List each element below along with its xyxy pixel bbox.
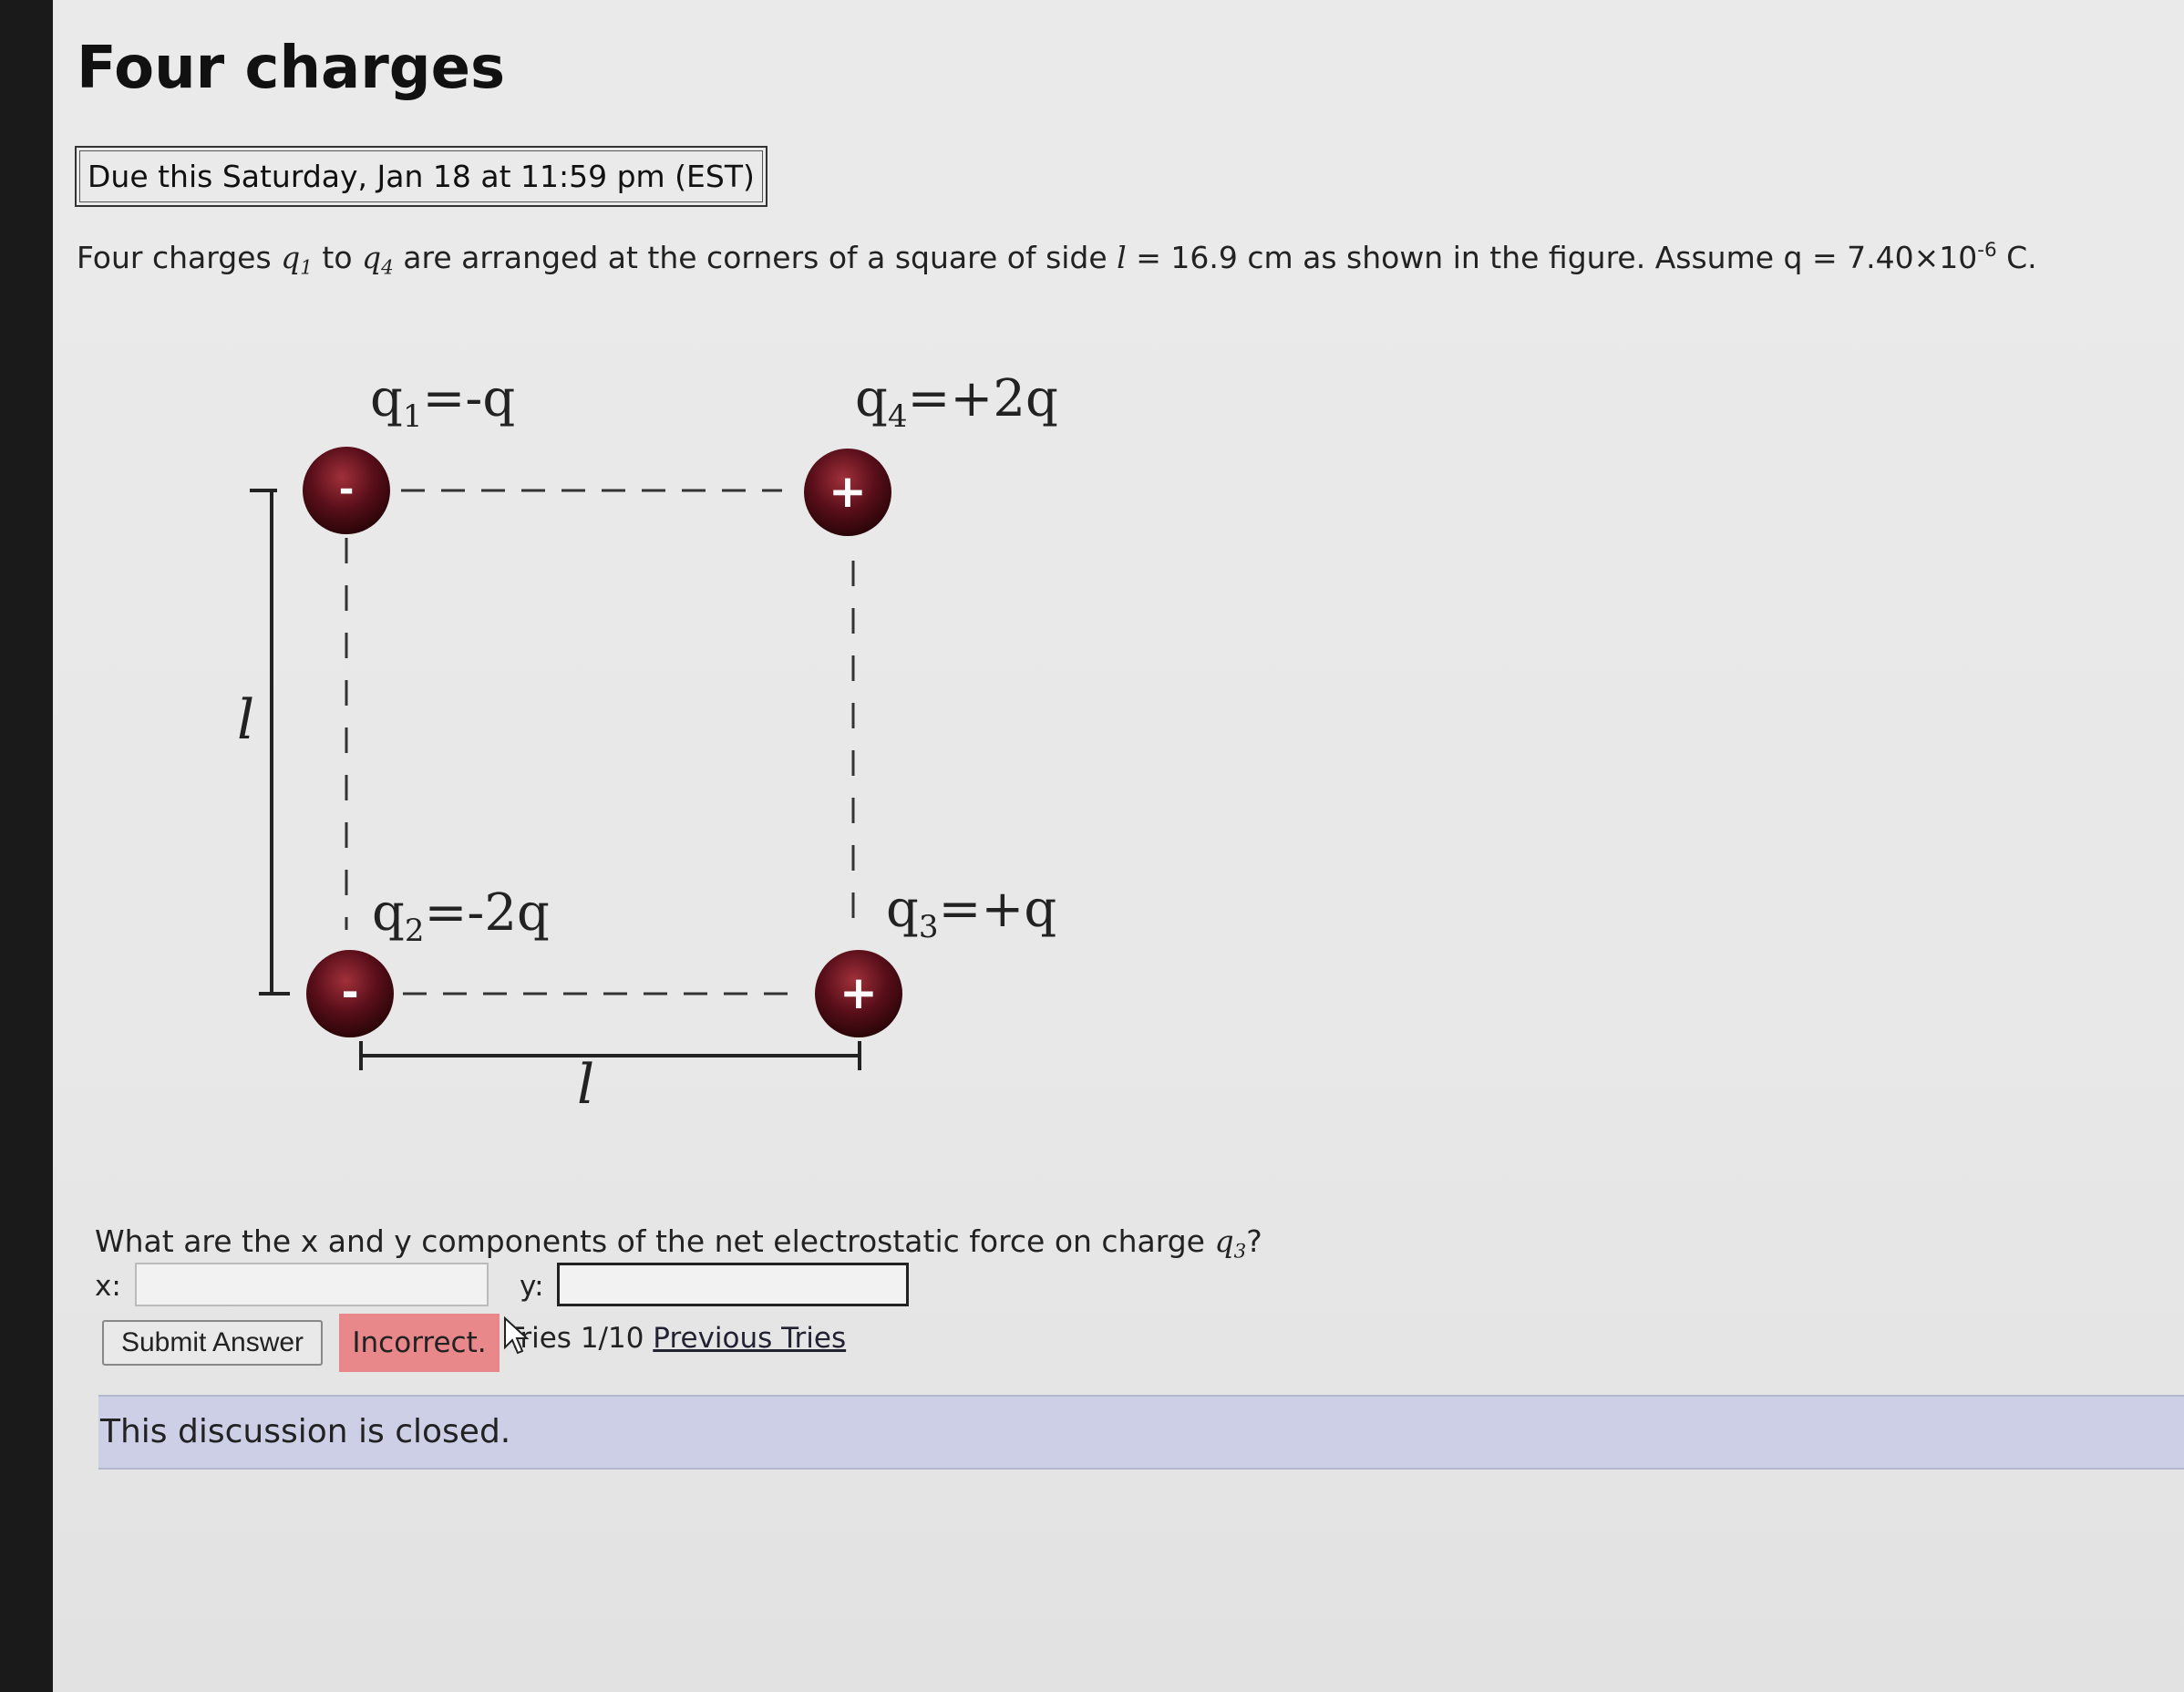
charge-label-q2: q2=-2q <box>372 883 550 949</box>
charge-sign-q4: + <box>829 465 867 518</box>
question-prompt: What are the x and y components of the n… <box>95 1223 1262 1264</box>
submit-answer-button[interactable]: Submit Answer <box>102 1320 323 1366</box>
charge-q4: + <box>804 449 891 536</box>
charge-q1: - <box>303 447 390 534</box>
x-component-label: x: <box>95 1270 121 1303</box>
side-label-vertical: l <box>237 688 254 752</box>
charge-q2: - <box>306 950 394 1037</box>
problem-text-part: to <box>312 239 363 275</box>
exponent: -6 <box>1977 239 1997 262</box>
charge-sign-q1: - <box>339 469 355 511</box>
y-component-label: y: <box>520 1270 544 1303</box>
discussion-closed-text: This discussion is closed. <box>100 1413 511 1450</box>
charge-sign-q3: + <box>840 966 878 1019</box>
page-title: Four charges <box>77 35 506 102</box>
charge-label-q1: q1=-q <box>370 369 515 435</box>
math-q3: q3 <box>1214 1223 1247 1264</box>
x-component-input[interactable] <box>135 1263 489 1306</box>
math-q1: q1 <box>281 239 313 280</box>
problem-text-part: C. <box>1996 239 2037 275</box>
charge-square-figure: l l q1=-q q4=+2q q2=-2q q3=+q - + - + <box>237 369 1058 1117</box>
y-component-input[interactable] <box>557 1263 909 1306</box>
charge-label-q4: q4=+2q <box>855 369 1058 435</box>
charge-sign-q2: - <box>341 967 358 1016</box>
side-label-horizontal: l <box>577 1053 594 1117</box>
problem-statement: Four charges q1 to q4 are arranged at th… <box>77 239 2037 279</box>
math-q4: q4 <box>362 239 394 280</box>
math-side-l: l <box>1117 239 1127 275</box>
due-date-text: Due this Saturday, Jan 18 at 11:59 pm (E… <box>79 150 763 202</box>
tries-info: Tries 1/10 Previous Tries <box>507 1322 846 1355</box>
discussion-closed-banner: This discussion is closed. <box>98 1395 2184 1470</box>
charge-q3: + <box>815 950 902 1037</box>
previous-tries-link[interactable]: Previous Tries <box>653 1322 847 1355</box>
result-status-badge: Incorrect. <box>339 1314 500 1372</box>
problem-text-part: are arranged at the corners of a square … <box>393 239 1118 275</box>
mouse-cursor-icon <box>504 1316 530 1355</box>
browser-viewport: Four charges Due this Saturday, Jan 18 a… <box>53 0 2184 1692</box>
problem-text-part: = 16.9 cm as shown in the figure. Assume… <box>1126 239 1978 275</box>
problem-text-part: Four charges <box>77 239 282 275</box>
due-date-box: Due this Saturday, Jan 18 at 11:59 pm (E… <box>75 146 767 207</box>
charge-label-q3: q3=+q <box>886 880 1056 945</box>
tries-count: Tries 1/10 <box>507 1322 644 1355</box>
